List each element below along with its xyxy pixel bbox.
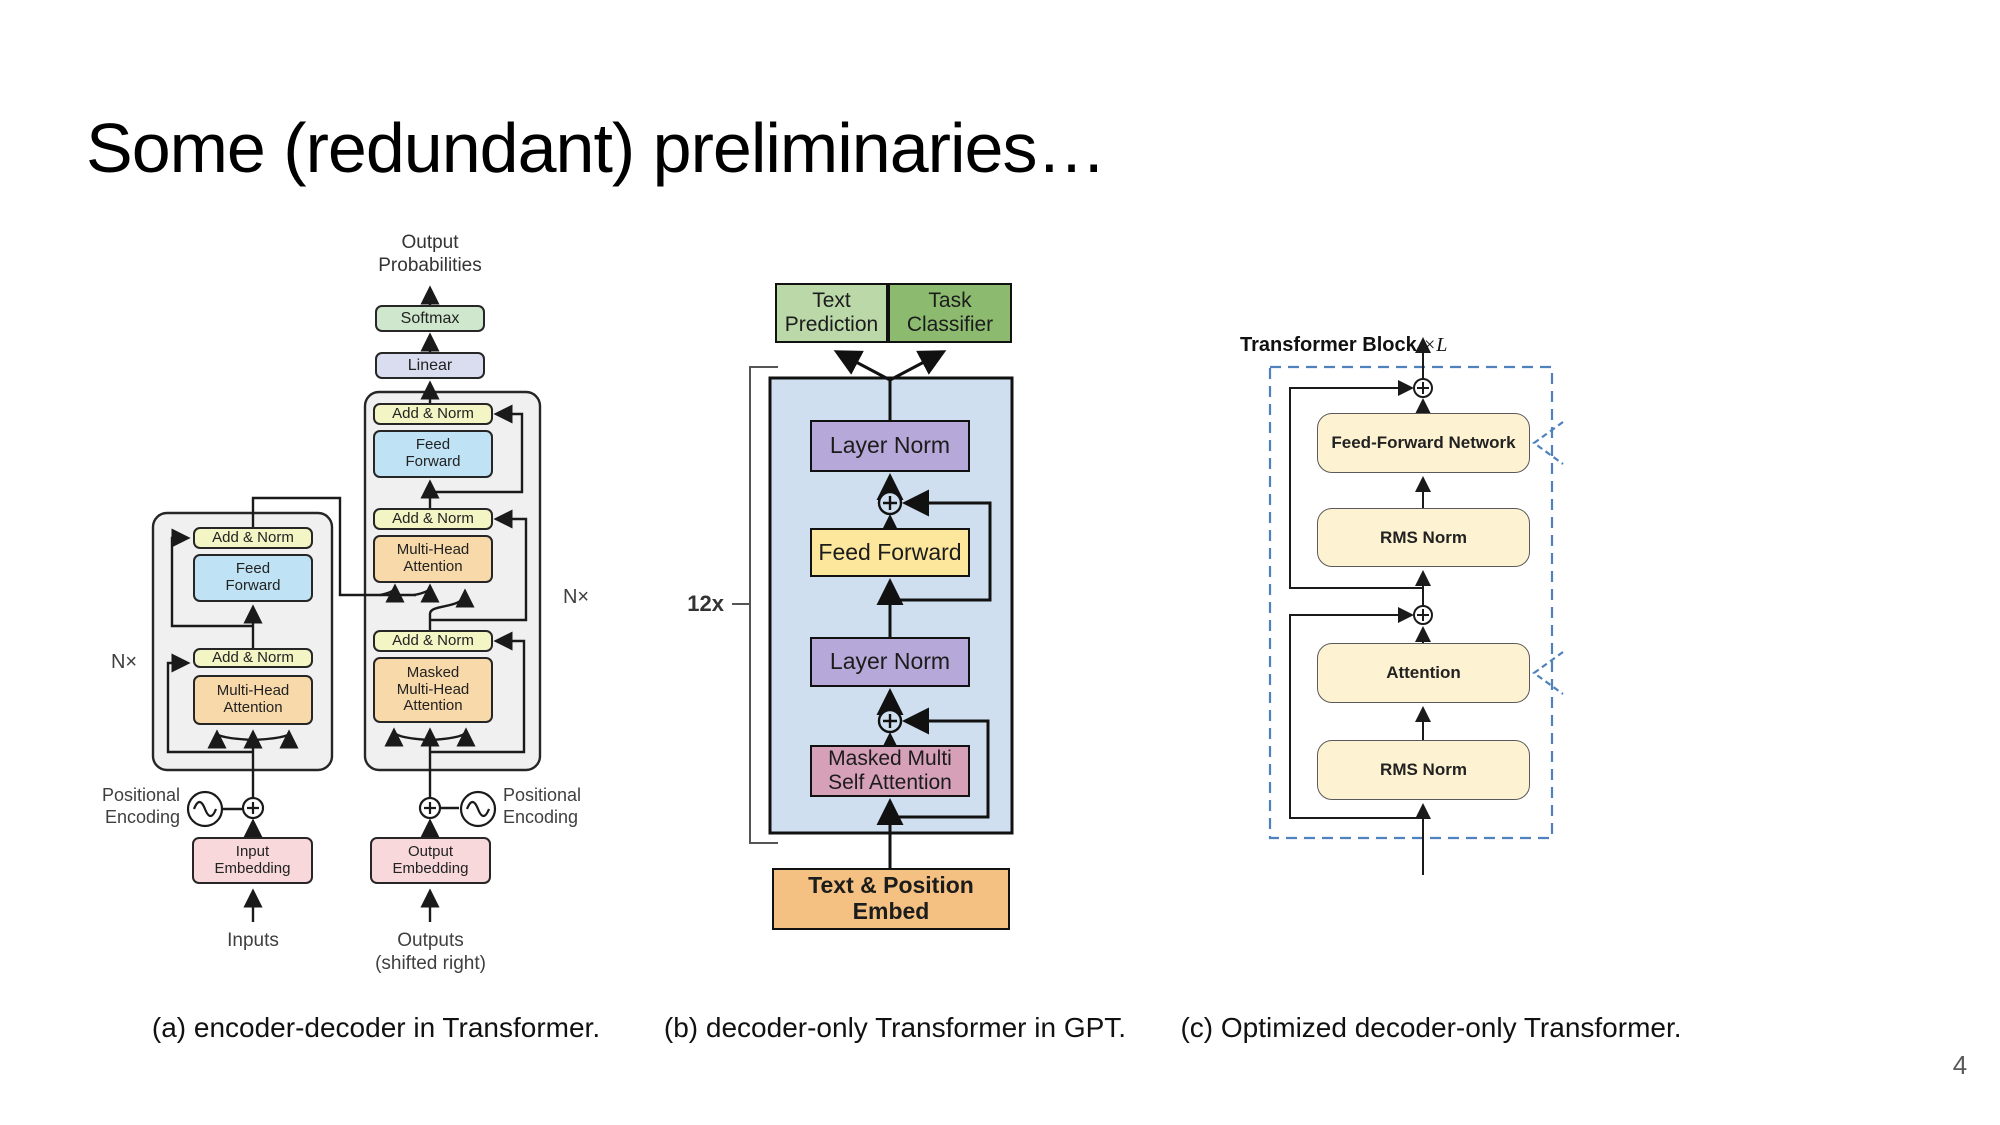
inputs-label: Inputs [227, 930, 279, 951]
figure-c-caption: (c) Optimized decoder-only Transformer. [1180, 1012, 1682, 1043]
plus-circle-icon [877, 490, 903, 734]
figure-b-gpt-decoder: 12x Text Prediction Task Classifier Laye… [660, 270, 1080, 950]
rms-norm-box: RMS Norm [1317, 508, 1530, 567]
times-l-label: ×L [1422, 334, 1448, 356]
transformer-block-label: Transformer Block [1240, 334, 1417, 356]
figure-c-optimized-decoder: Transformer Block×L Feed-Forward Network… [1230, 330, 1630, 895]
figure-b-caption: (b) decoder-only Transformer in GPT. [663, 1012, 1127, 1043]
outputs-label: Outputs (shifted right) [375, 930, 486, 974]
add-norm-box: Add & Norm [193, 527, 313, 549]
add-norm-box: Add & Norm [373, 403, 493, 425]
repeat-12x-label: 12x [687, 591, 724, 616]
multi-head-attention-box: Multi-Head Attention [193, 675, 313, 725]
layer-norm-box: Layer Norm [810, 637, 970, 687]
wires [166, 285, 528, 922]
figure-a-caption: (a) encoder-decoder in Transformer. [151, 1012, 601, 1043]
plus-circle-icon [241, 796, 442, 820]
feed-forward-box: Feed Forward [193, 554, 313, 602]
text-position-embed-box: Text & Position Embed [772, 868, 1010, 930]
page-title: Some (redundant) preliminaries… [86, 109, 1106, 187]
add-norm-box: Add & Norm [373, 508, 493, 530]
masked-multi-head-attention-box: Masked Multi-Head Attention [373, 657, 493, 723]
wires [1289, 337, 1431, 875]
layer-norm-box: Layer Norm [810, 420, 970, 472]
linear-box: Linear [375, 352, 485, 379]
positional-encoding-label-left: Positional Encoding [101, 785, 180, 827]
add-norm-box: Add & Norm [193, 648, 313, 668]
softmax-box: Softmax [375, 305, 485, 332]
multi-head-attention-box: Multi-Head Attention [373, 535, 493, 583]
text-prediction-box: Text Prediction [775, 283, 888, 343]
attention-box: Attention [1317, 643, 1530, 703]
rms-norm-box: RMS Norm [1317, 740, 1530, 800]
callout-arrow-icon [1532, 421, 1564, 695]
positional-encoding-label-right: Positional Encoding [503, 785, 582, 827]
encoder-container [151, 511, 334, 772]
page-number: 4 [1952, 1050, 1968, 1080]
output-probabilities-label: Output Probabilities [378, 232, 482, 276]
n-x-label-right: N× [562, 586, 590, 608]
repeat-bracket [732, 366, 778, 844]
plus-circle-icon [1413, 378, 1433, 625]
figure-c-connectors [1268, 337, 1564, 875]
output-embedding-box: Output Embedding [370, 837, 491, 884]
input-embedding-box: Input Embedding [192, 837, 313, 884]
figure-a-connectors [151, 285, 542, 922]
transformer-block-header: Transformer Block×L [1240, 334, 1447, 357]
add-norm-box: Add & Norm [373, 630, 493, 652]
feed-forward-box: Feed Forward [810, 528, 970, 577]
figure-a-encoder-decoder: Output Probabilities N× N× Positional En… [90, 230, 610, 990]
sine-wave-icon [186, 790, 497, 828]
feed-forward-network-box: Feed-Forward Network [1317, 413, 1530, 473]
wires [833, 350, 992, 868]
masked-multi-self-attention-box: Masked Multi Self Attention [810, 745, 970, 797]
task-classifier-box: Task Classifier [888, 283, 1012, 343]
transformer-block-dashed-border [1268, 365, 1554, 840]
feed-forward-box: Feed Forward [373, 430, 493, 478]
n-x-label-left: N× [110, 651, 138, 673]
